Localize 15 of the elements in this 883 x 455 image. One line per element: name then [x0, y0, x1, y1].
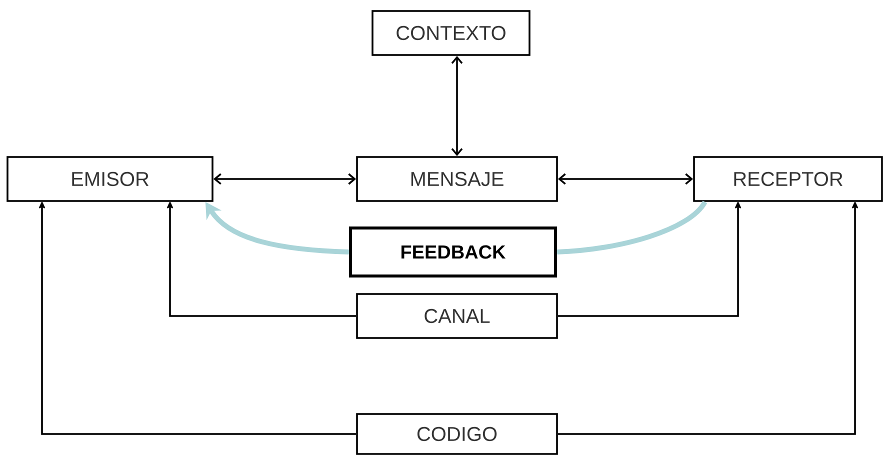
arrow: [167, 202, 356, 317]
arrow: [558, 202, 858, 435]
arrow: [39, 202, 356, 435]
process-box: FEEDBACK: [349, 226, 557, 278]
arrow: [213, 173, 356, 185]
process-box: CANAL: [356, 293, 558, 339]
arrow: [451, 56, 463, 156]
process-box: EMISOR: [6, 156, 214, 202]
process-box: MENSAJE: [356, 156, 558, 202]
arrow: [205, 202, 350, 254]
process-box: CONTEXTO: [372, 10, 530, 56]
arrow: [558, 202, 741, 317]
process-box: RECEPTOR: [693, 156, 883, 202]
arrow: [558, 173, 694, 185]
process-box: CODIGO: [356, 413, 558, 455]
